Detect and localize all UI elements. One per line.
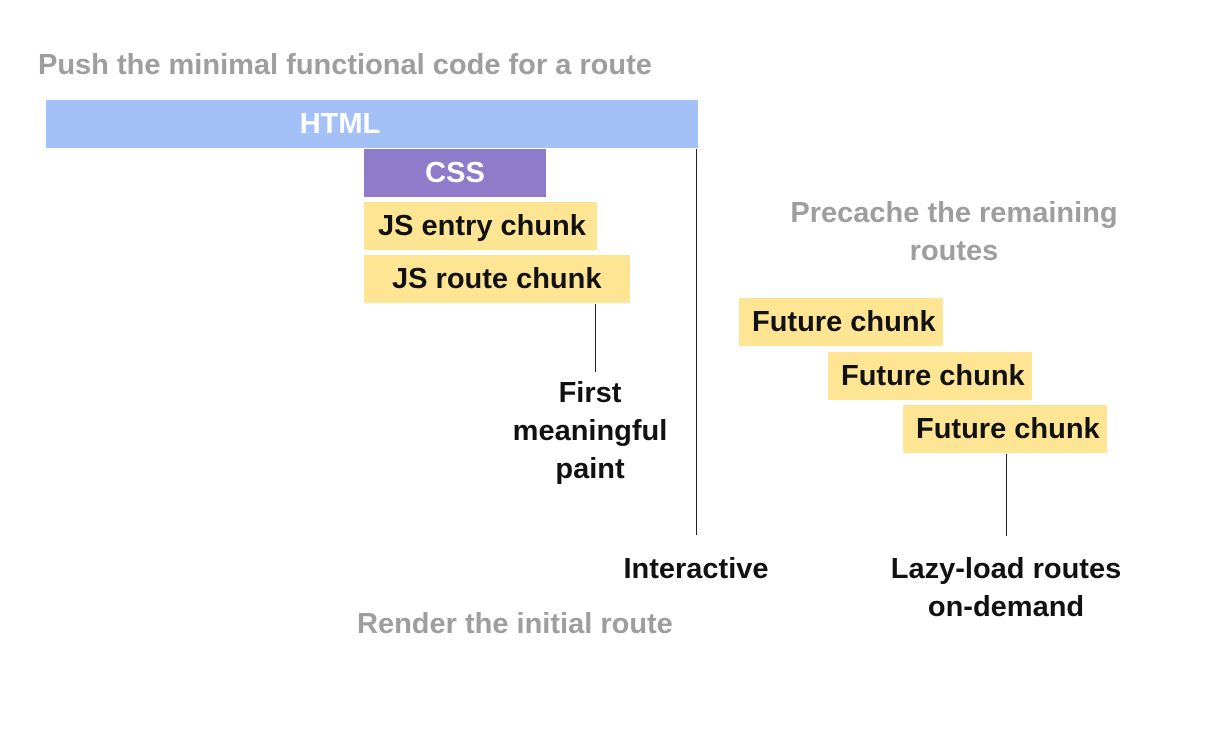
bar-css: CSS	[364, 149, 546, 197]
bar-future-chunk-3-label: Future chunk	[916, 412, 1100, 445]
diagram-title: Push the minimal functional code for a r…	[38, 49, 652, 81]
lazy-load-line	[1006, 454, 1007, 536]
bar-js-entry-chunk: JS entry chunk	[364, 202, 597, 250]
bar-future-chunk-3: Future chunk	[903, 405, 1107, 453]
bar-js-entry-chunk-label: JS entry chunk	[378, 209, 586, 242]
bar-js-route-chunk: JS route chunk	[364, 255, 630, 303]
render-label: Render the initial route	[357, 608, 673, 640]
bar-future-chunk-1-label: Future chunk	[752, 305, 936, 338]
bar-future-chunk-2-label: Future chunk	[841, 359, 1025, 392]
bar-future-chunk-2: Future chunk	[828, 352, 1032, 400]
precache-label: Precache the remaining routes	[790, 197, 1118, 267]
first-meaningful-paint-line	[595, 304, 596, 372]
bar-future-chunk-1: Future chunk	[739, 298, 943, 346]
lazy-load-label: Lazy-load routes on-demand	[890, 553, 1122, 623]
interactive-label: Interactive	[623, 553, 769, 585]
first-meaningful-paint-label: First meaningful paint	[512, 377, 668, 485]
bar-css-label: CSS	[425, 156, 485, 189]
interactive-line	[696, 149, 697, 535]
bar-html: HTML	[46, 100, 698, 148]
bar-js-route-chunk-label: JS route chunk	[392, 262, 602, 295]
bar-html-label: HTML	[299, 107, 381, 140]
